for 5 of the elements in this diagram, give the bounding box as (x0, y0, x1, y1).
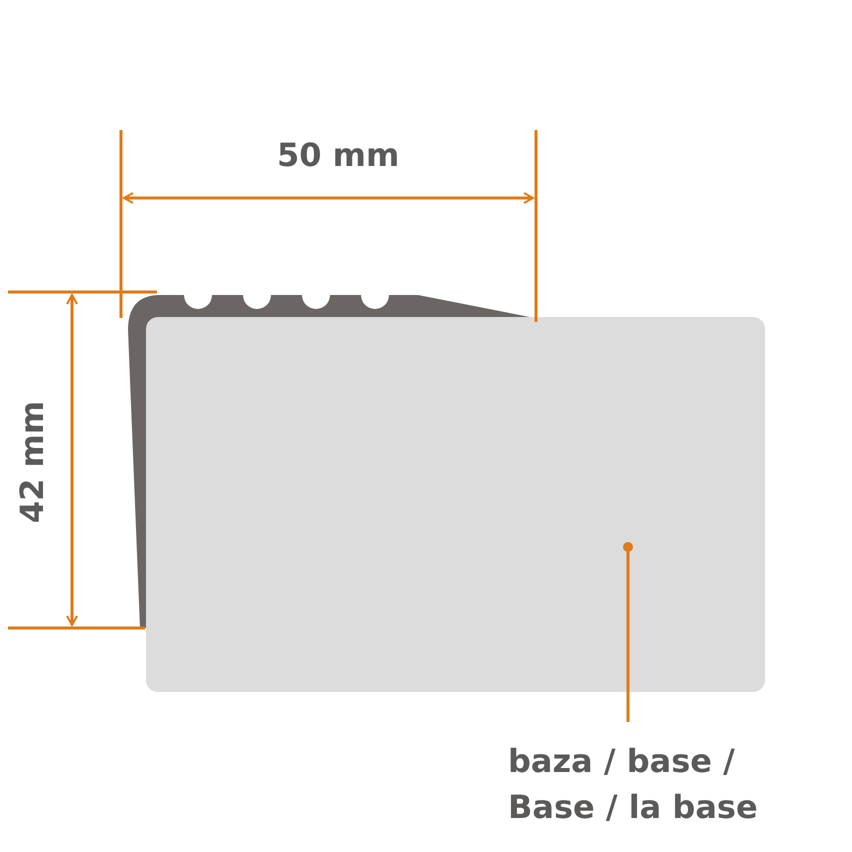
leader-line (623, 542, 633, 722)
dimension-label: 50 mm (277, 136, 400, 174)
base-block (146, 317, 765, 692)
dimension-label: 42 mm (13, 400, 52, 524)
part-label: baza / base / Base / la base (508, 738, 808, 834)
